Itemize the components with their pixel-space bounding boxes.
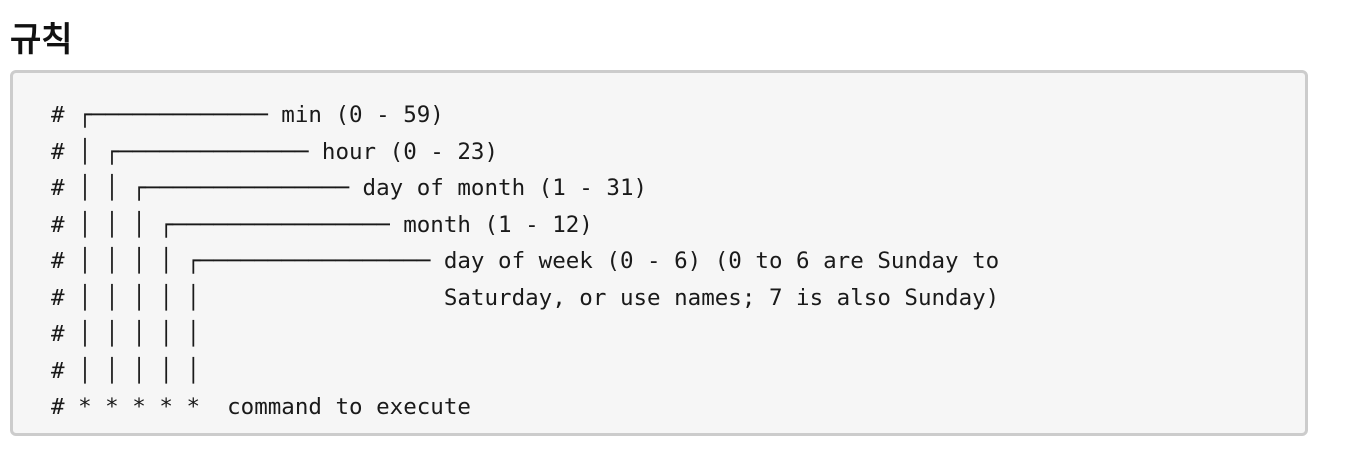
code-line-spacer-1: # │ │ │ │ │	[51, 321, 201, 347]
code-line-command: # * * * * * command to execute	[51, 394, 471, 420]
cron-syntax-code: # ┌───────────── min (0 - 59) # │ ┌──────…	[51, 97, 999, 426]
code-line-day-of-month: # │ │ ┌─────────────── day of month (1 -…	[51, 175, 648, 201]
section-heading: 규칙	[10, 20, 73, 60]
code-line-day-of-week: # │ │ │ │ ┌───────────────── day of week…	[51, 248, 1000, 274]
code-line-day-of-week-continued: # │ │ │ │ │ Saturday, or use names; 7 is…	[51, 284, 1000, 311]
code-block: # ┌───────────── min (0 - 59) # │ ┌──────…	[10, 70, 1308, 436]
code-line-hour: # │ ┌────────────── hour (0 - 23)	[51, 138, 499, 165]
code-line-month: # │ │ │ ┌──────────────── month (1 - 12)	[51, 211, 593, 238]
code-line-spacer-2: # │ │ │ │ │	[51, 357, 201, 384]
code-line-min: # ┌───────────── min (0 - 59)	[51, 102, 444, 128]
